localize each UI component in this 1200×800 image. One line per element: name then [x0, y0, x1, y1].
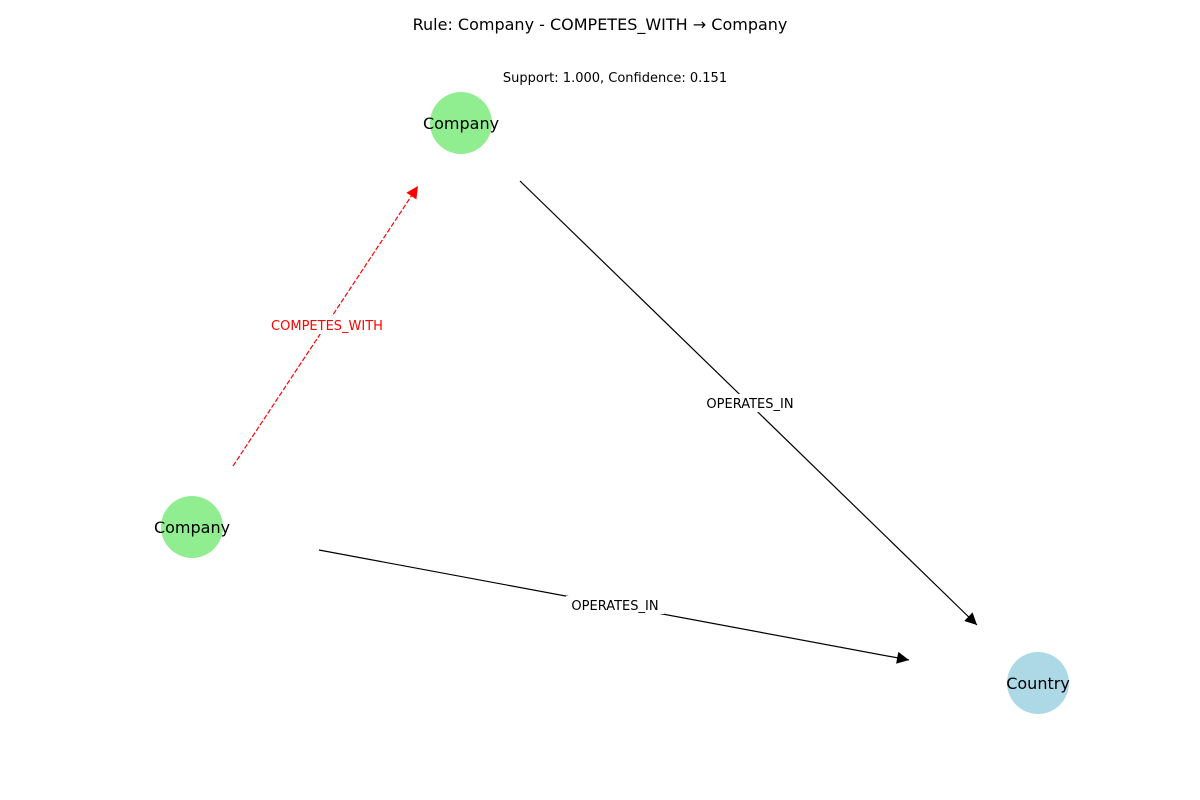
- node-circle[interactable]: [430, 92, 492, 154]
- node-circle[interactable]: [1007, 652, 1069, 714]
- node-label: Country: [1006, 674, 1070, 693]
- nodes-group: Company Company Country: [154, 92, 1070, 714]
- edge-label-bg: [701, 394, 799, 412]
- edge-label-bg: [264, 316, 390, 334]
- graph-title: Rule: Company - COMPETES_WITH → Company: [413, 15, 788, 35]
- edges-group: [232, 180, 978, 664]
- edge-label-operates-in: OPERATES_IN: [706, 397, 793, 412]
- node-company-source[interactable]: Company: [154, 496, 230, 558]
- edge-label-bg: [566, 596, 664, 614]
- node-circle[interactable]: [161, 496, 223, 558]
- graph-subtitle: Support: 1.000, Confidence: 0.151: [503, 71, 727, 86]
- node-country[interactable]: Country: [1006, 652, 1070, 714]
- node-company-target[interactable]: Company: [423, 92, 499, 154]
- edge-label-competes-with: COMPETES_WITH: [271, 319, 383, 334]
- edge-labels-group: COMPETES_WITH OPERATES_IN OPERATES_IN: [264, 316, 799, 614]
- node-label: Company: [154, 518, 230, 537]
- node-label: Company: [423, 114, 499, 133]
- edge-label-operates-in-2: OPERATES_IN: [571, 599, 658, 614]
